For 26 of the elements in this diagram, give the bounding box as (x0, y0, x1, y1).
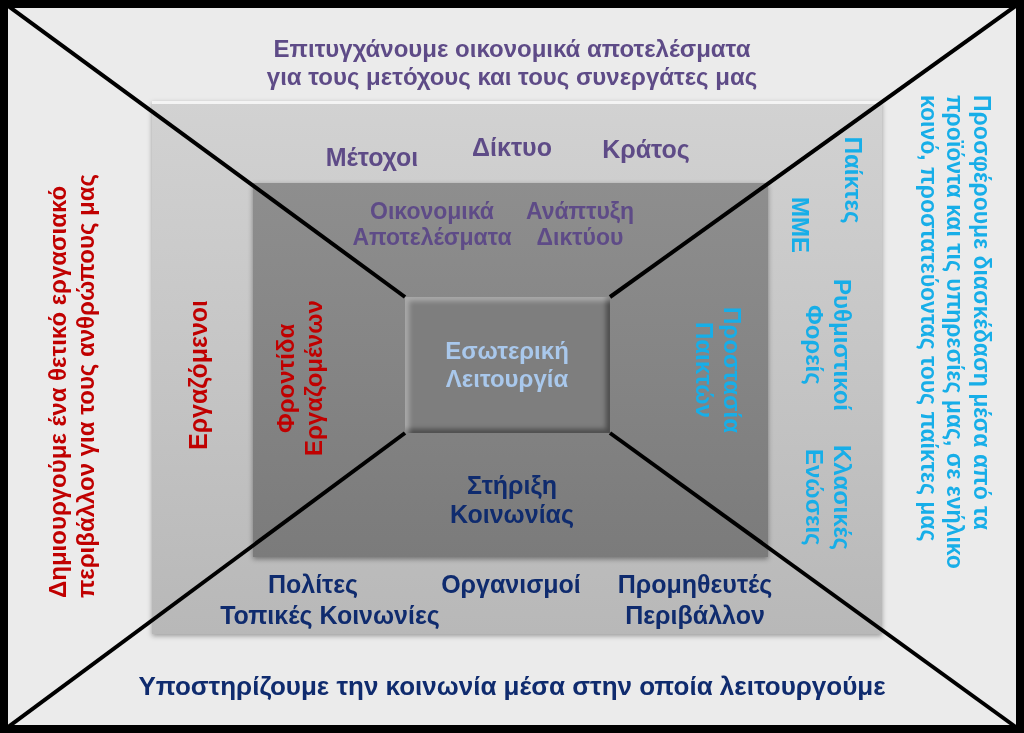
stakeholder-label: Προμηθευτές (617, 569, 773, 599)
stakeholder-label: Ρυθμιστικοί Φορείς (800, 278, 856, 413)
statement-text: Προσφέρουμε διασκέδαση μέσα από τα προϊόντα και τις υπηρεσίες μας, σε ενήλικο κοινό, προστατεύοντας τους παίκτες μας (915, 95, 995, 571)
statement-text: Δημιουργούμε ένα θετικό εργασιακό περιβάλλον για τους ανθρώπους μας (44, 173, 100, 598)
focus-area-label: Φροντίδα Εργαζομένων (272, 299, 328, 458)
statement-text: Υποστηρίζουμε την κοινωνία μέσα στην οποία λειτουργούμε (138, 672, 886, 702)
focus-area-label: Ανάπτυξη Δικτύου (524, 197, 636, 251)
stakeholder-label: ΜΜΕ (786, 197, 814, 253)
center-box (405, 297, 610, 433)
focus-area-label: Οικονομικά Αποτελέσματα (351, 197, 513, 251)
stakeholder-label: Πολίτες (267, 569, 359, 599)
stakeholder-label: Κράτος (602, 134, 690, 164)
focus-area-label: Προστασία Παικτών (690, 306, 746, 435)
statement-text: Επιτυγχάνουμε οικονομικά αποτελέσματα για τους μετόχους και τους συνεργάτες μας (265, 35, 759, 91)
stakeholder-label: Τοπικές Κοινωνίες (220, 600, 440, 630)
stakeholder-label: Εργαζόμενοι (183, 299, 213, 451)
stakeholder-label: Κλασικές Ενώσεις (800, 443, 856, 552)
stakeholder-label: Οργανισμοί (441, 569, 581, 599)
inner-frame (253, 183, 768, 557)
center-label: Εσωτερική Λειτουργία (444, 337, 570, 393)
stakeholder-label: Παίκτες (839, 136, 867, 224)
middle-frame (152, 101, 882, 634)
stakeholder-label: Περιβάλλον (625, 600, 765, 630)
stakeholder-label: Δίκτυο (472, 132, 552, 162)
focus-area-label: Στήριξη Κοινωνίας (449, 471, 575, 529)
stakeholder-label: Μέτοχοι (325, 142, 419, 172)
